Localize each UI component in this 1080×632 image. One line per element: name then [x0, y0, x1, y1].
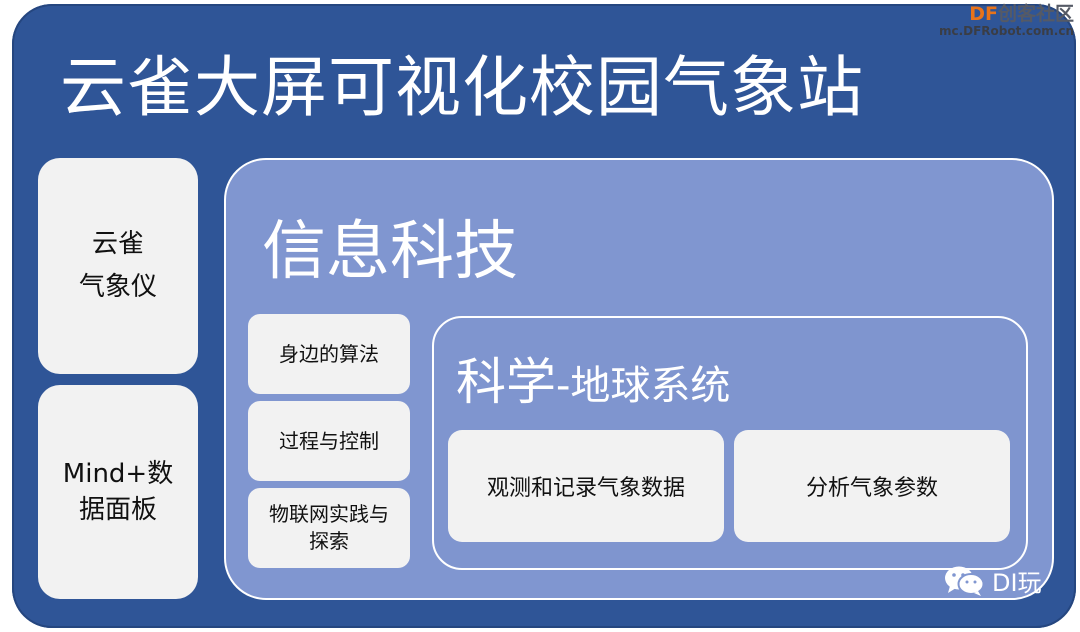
wechat-icon	[944, 564, 986, 598]
mindplus-line-1: Mind+数	[62, 458, 174, 489]
iot-practice-box: 物联网实践与 探索	[248, 488, 410, 568]
process-control-label: 过程与控制	[279, 428, 379, 453]
credit-label: DI玩	[992, 569, 1042, 597]
watermark-url: mc.DFRobot.com.cn	[938, 23, 1074, 38]
earth-system-panel: 科学-地球系统 观测和记录气象数据 分析气象参数	[432, 316, 1028, 570]
info-tech-title: 信息科技	[262, 215, 518, 289]
yunque-line-1: 云雀	[91, 229, 144, 260]
analyze-params-box: 分析气象参数	[734, 430, 1010, 542]
algorithm-box: 身边的算法	[248, 314, 410, 394]
info-tech-panel: 信息科技 身边的算法 过程与控制 物联网实践与 探索 科学-地球系统 观测和记录…	[224, 158, 1054, 600]
process-control-box: 过程与控制	[248, 401, 410, 481]
observe-record-box: 观测和记录气象数据	[448, 430, 724, 542]
watermark-brand: DF创客社区	[939, 4, 1074, 25]
observe-record-label: 观测和记录气象数据	[486, 476, 685, 501]
watermark-brand-df: DF	[969, 3, 998, 25]
wechat-credit: DI玩	[944, 563, 1042, 598]
yunque-line-2: 气象仪	[78, 272, 157, 302]
iot-practice-line-1: 物联网实践与	[269, 502, 389, 526]
main-title: 云雀大屏可视化校园气象站	[60, 49, 864, 126]
yunque-weather-box: 云雀 气象仪	[38, 158, 198, 374]
earth-system-title: 科学-地球系统	[456, 342, 730, 414]
earth-system-title-sub: -地球系统	[556, 363, 731, 409]
dfrobot-watermark: DF创客社区 mc.DFRobot.com.cn	[939, 4, 1074, 38]
earth-system-title-main: 科学	[456, 353, 556, 411]
analyze-params-label: 分析气象参数	[805, 476, 938, 501]
algorithm-label: 身边的算法	[279, 341, 379, 366]
mindplus-dashboard-box: Mind+数 据面板	[38, 385, 198, 599]
mindplus-line-2: 据面板	[78, 495, 157, 525]
iot-practice-line-2: 探索	[309, 529, 349, 553]
watermark-brand-cn: 创客社区	[997, 3, 1074, 25]
